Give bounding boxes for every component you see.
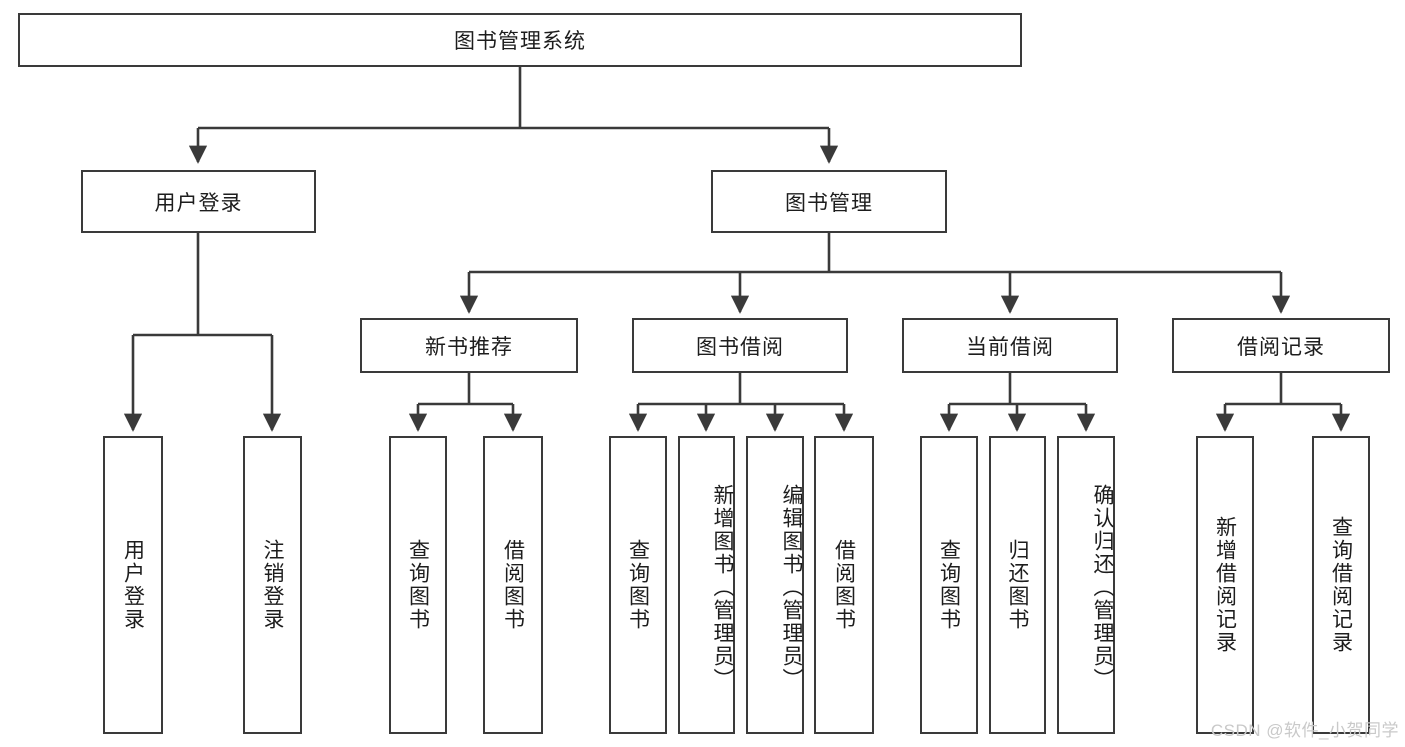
node-label: 用户登录 [121, 539, 145, 631]
node-label: 用户登录 [154, 191, 243, 215]
node-label: 新增图书（管理员） [711, 483, 734, 691]
node-label: 查询借阅记录 [1329, 516, 1353, 654]
node-borrow-record[interactable]: 借阅记录 [1172, 318, 1390, 373]
node-label: 归还图书 [1006, 539, 1029, 631]
csdn-watermark: CSDN @软件_小贺同学 [1210, 721, 1399, 740]
node-leaf-edit-book[interactable]: 编辑图书（管理员） [746, 436, 804, 734]
node-leaf-return-book[interactable]: 归还图书 [989, 436, 1046, 734]
node-leaf-borrow-book-recommend[interactable]: 借阅图书 [483, 436, 543, 734]
node-label: 新增借阅记录 [1213, 516, 1237, 654]
node-label: 查询图书 [406, 539, 430, 631]
node-label: 借阅图书 [832, 539, 856, 631]
node-label: 注销登录 [261, 539, 284, 631]
node-label: 确认归还（管理员） [1091, 483, 1114, 691]
node-leaf-query-book-current[interactable]: 查询图书 [920, 436, 978, 734]
node-label: 图书借阅 [696, 335, 784, 359]
node-label: 编辑图书（管理员） [780, 483, 803, 691]
node-leaf-user-login[interactable]: 用户登录 [103, 436, 163, 734]
node-leaf-query-book-borrow[interactable]: 查询图书 [609, 436, 667, 734]
node-label: 当前借阅 [966, 335, 1054, 359]
node-label: 新书推荐 [425, 335, 513, 359]
node-leaf-add-book[interactable]: 新增图书（管理员） [678, 436, 735, 734]
node-label: 借阅记录 [1237, 335, 1325, 359]
node-leaf-add-borrow-record[interactable]: 新增借阅记录 [1196, 436, 1254, 734]
node-label: 借阅图书 [501, 539, 525, 631]
node-current-borrow[interactable]: 当前借阅 [902, 318, 1118, 373]
node-book-borrow[interactable]: 图书借阅 [632, 318, 848, 373]
node-leaf-borrow-book[interactable]: 借阅图书 [814, 436, 874, 734]
node-new-book-recommend[interactable]: 新书推荐 [360, 318, 578, 373]
node-label: 查询图书 [626, 539, 650, 631]
node-root-book-management-system[interactable]: 图书管理系统 [18, 13, 1022, 67]
node-book-manage[interactable]: 图书管理 [711, 170, 947, 233]
node-label: 图书管理 [785, 191, 873, 215]
node-leaf-logout-login[interactable]: 注销登录 [243, 436, 302, 734]
node-leaf-confirm-return[interactable]: 确认归还（管理员） [1057, 436, 1115, 734]
node-label: 图书管理系统 [454, 30, 586, 53]
node-user-login[interactable]: 用户登录 [81, 170, 316, 233]
node-leaf-query-book-recommend[interactable]: 查询图书 [389, 436, 447, 734]
node-leaf-query-borrow-record[interactable]: 查询借阅记录 [1312, 436, 1370, 734]
node-label: 查询图书 [937, 539, 961, 631]
